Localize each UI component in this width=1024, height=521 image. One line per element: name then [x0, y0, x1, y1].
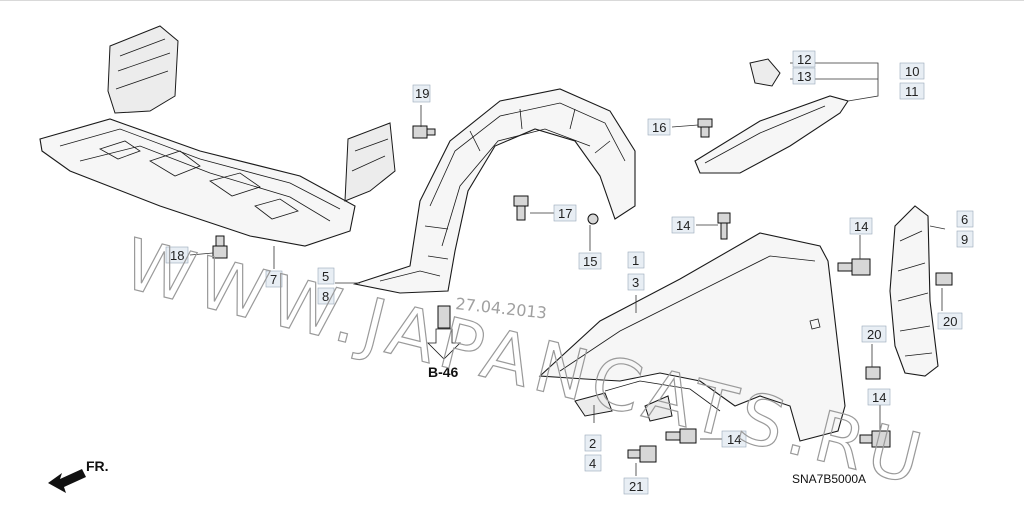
bolt-20a — [935, 272, 953, 286]
fender-bracket — [889, 205, 939, 377]
callout-12: 12 — [797, 52, 811, 67]
callout-20a: 20 — [943, 314, 957, 329]
fasteners — [212, 118, 953, 463]
callout-10: 10 — [905, 64, 919, 79]
bolt-18 — [212, 235, 228, 259]
callout-4: 4 — [589, 456, 596, 471]
callout-3: 3 — [632, 275, 639, 290]
callout-19: 19 — [415, 86, 429, 101]
bolt-20b — [865, 366, 881, 380]
callouts: 19 12 13 10 11 16 17 15 14 1 3 6 9 14 18… — [165, 50, 974, 495]
clip-b46 — [437, 305, 451, 329]
front-inner-fender — [352, 88, 636, 294]
callout-16: 16 — [652, 120, 666, 135]
callout-7: 7 — [270, 272, 277, 287]
callout-14c: 14 — [727, 432, 741, 447]
callout-6: 6 — [961, 212, 968, 227]
callout-1: 1 — [632, 253, 639, 268]
callout-20b: 20 — [867, 327, 881, 342]
clip-16 — [697, 118, 713, 138]
callout-21: 21 — [629, 479, 643, 494]
diagram-code: SNA7B5000A — [792, 472, 866, 486]
callout-11: 11 — [905, 84, 919, 99]
leader-lines — [189, 62, 946, 476]
clip-15 — [587, 213, 599, 225]
front-fender — [538, 232, 846, 442]
section-arrow — [427, 328, 461, 360]
bolt-14c — [859, 430, 891, 448]
callout-13: 13 — [797, 69, 811, 84]
callout-18: 18 — [170, 248, 184, 263]
callout-14b: 14 — [854, 219, 868, 234]
callout-2: 2 — [589, 436, 596, 451]
callout-9: 9 — [961, 232, 968, 247]
callout-8: 8 — [322, 289, 329, 304]
callout-5: 5 — [322, 269, 329, 284]
front-label: FR. — [86, 458, 109, 474]
front-arrow — [48, 469, 86, 493]
bolt-21 — [627, 445, 657, 463]
bolt-14b — [837, 258, 871, 276]
bolt-19 — [412, 125, 436, 139]
clip-17 — [513, 195, 529, 221]
fender-strip — [694, 58, 849, 174]
callout-17: 17 — [558, 206, 572, 221]
callout-14d: 14 — [872, 390, 886, 405]
bolt-14a — [717, 212, 731, 240]
bolt-14d — [665, 428, 697, 444]
engine-undercover — [39, 25, 396, 247]
callout-15: 15 — [583, 254, 597, 269]
section-ref-label: B-46 — [428, 364, 459, 380]
callout-14a: 14 — [676, 218, 690, 233]
